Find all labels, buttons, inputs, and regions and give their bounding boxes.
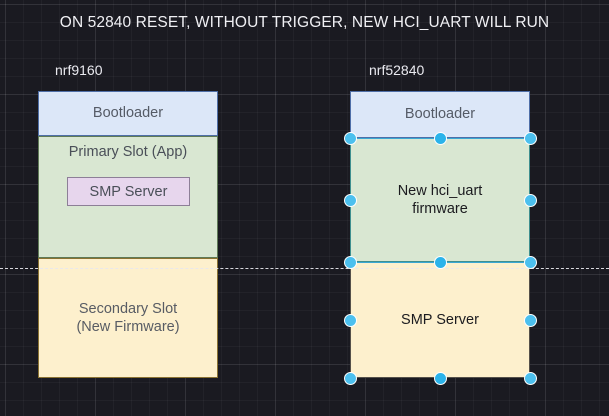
column-label-nrf9160: nrf9160 [55, 62, 103, 78]
nrf52840-bootloader-block[interactable]: Bootloader [350, 91, 530, 138]
nrf52840-new-hci-uart-label-line1: New hci_uart [397, 182, 483, 199]
handle-middle-left-lower[interactable] [343, 313, 357, 327]
handle-divider-left[interactable] [343, 255, 357, 269]
nrf9160-bootloader-block[interactable]: Bootloader [38, 91, 218, 136]
nrf9160-secondary-slot-label-line1: Secondary Slot [78, 300, 178, 317]
nrf52840-smp-server-label: SMP Server [401, 311, 479, 328]
nrf9160-secondary-slot-block[interactable]: Secondary Slot (New Firmware) [38, 258, 218, 378]
handle-bottom-center[interactable] [433, 371, 447, 385]
handle-middle-right-lower[interactable] [523, 313, 537, 327]
handle-middle-left-upper[interactable] [343, 193, 357, 207]
horizontal-alignment-guide [0, 268, 609, 269]
page-title: ON 52840 RESET, WITHOUT TRIGGER, NEW HCI… [59, 14, 550, 31]
handle-bottom-right[interactable] [523, 371, 537, 385]
nrf52840-new-hci-uart-label-line2: firmware [412, 201, 468, 217]
handle-divider-center[interactable] [433, 255, 447, 269]
nrf9160-primary-slot-label: Primary Slot (App) [68, 144, 188, 160]
handle-top-center[interactable] [433, 131, 447, 145]
nrf9160-bootloader-label: Bootloader [92, 105, 164, 122]
nrf9160-secondary-slot-label-line2: (New Firmware) [76, 319, 180, 335]
handle-middle-right-upper[interactable] [523, 193, 537, 207]
handle-bottom-left[interactable] [343, 371, 357, 385]
nrf9160-smp-server-label: SMP Server [89, 183, 168, 200]
handle-divider-right[interactable] [523, 255, 537, 269]
nrf9160-smp-server-block[interactable]: SMP Server [67, 177, 190, 206]
handle-top-left[interactable] [343, 131, 357, 145]
nrf52840-bootloader-label: Bootloader [404, 106, 476, 123]
column-label-nrf52840: nrf52840 [369, 62, 425, 78]
nrf52840-smp-server-block[interactable]: SMP Server [350, 262, 530, 378]
handle-top-right[interactable] [523, 131, 537, 145]
nrf52840-new-hci-uart-firmware-block[interactable]: New hci_uart firmware [350, 138, 530, 262]
